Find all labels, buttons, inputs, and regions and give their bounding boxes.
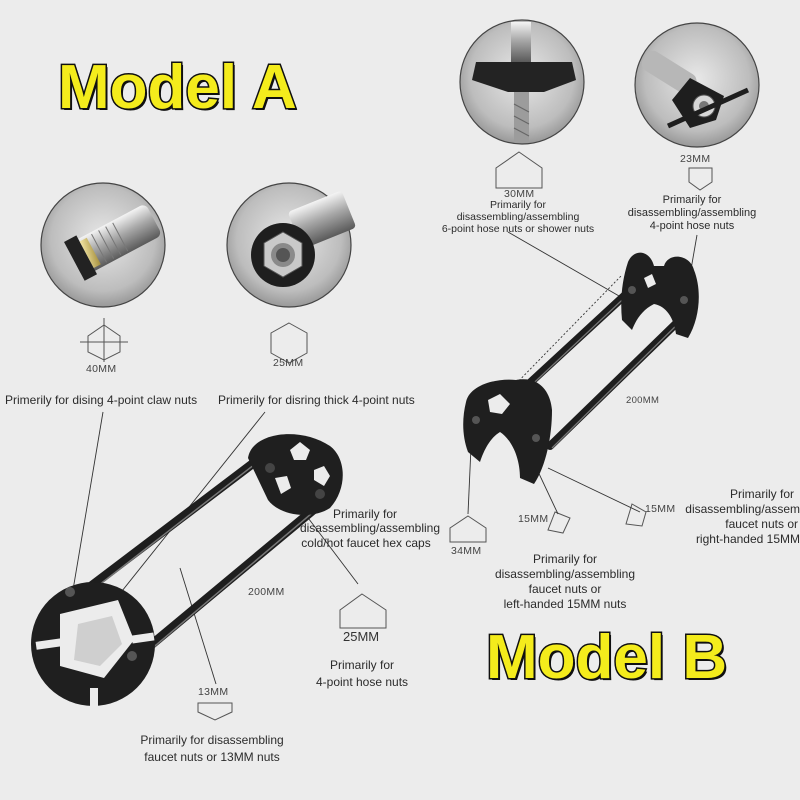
photo-4point-hose-nut [634, 22, 760, 148]
title-model-a: Model A [57, 52, 299, 124]
caption-hose-nuts-2: 4-point hose nuts [315, 675, 409, 689]
dim-15mm-b-shape [625, 503, 647, 527]
dim-label-30mm: 30MM [504, 188, 535, 200]
caption-left-handed-1: Primarily for [532, 552, 598, 566]
caption-hex-caps-3: cold/hot faucet hex caps [301, 536, 431, 550]
caption-claw-nuts: Primerily for dising 4-point claw nuts [5, 393, 198, 407]
caption-thick-nuts: Primerily for disring thick 4-point nuts [218, 393, 415, 407]
dim-label-15mm-a: 15MM [518, 513, 549, 525]
caption-right-handed-3: faucet nuts or [725, 517, 798, 531]
caption-right-handed-4: right-handed 15MM [695, 532, 800, 546]
caption-hex-caps-2: disassembling/assembling [299, 521, 441, 535]
dim-label-34mm: 34MM [451, 545, 482, 557]
caption-faucet-13mm-1: Primarily for disassembling [140, 733, 284, 747]
caption-4point-2: disassembling/assembling [627, 207, 757, 219]
dim-label-23mm: 23MM [680, 153, 711, 165]
dim-13mm-shape [197, 702, 233, 721]
dim-23mm-shape [688, 167, 713, 191]
photo-claw-nut [40, 182, 166, 308]
dim-25mm-b-shape [339, 593, 387, 629]
caption-right-handed-1: Primarily for [729, 487, 794, 501]
dim-label-25mm-b: 25MM [343, 629, 380, 644]
dim-25mm-shape [270, 322, 308, 364]
wrench-tool-b [463, 252, 699, 484]
caption-left-handed-2: disassembling/assembling [494, 567, 636, 581]
caption-faucet-13mm-2: faucet nuts or 13MM nuts [144, 750, 280, 764]
leader-lines [72, 231, 698, 685]
caption-hex-caps-1: Primarily for [332, 507, 398, 521]
dim-30mm-shape [495, 151, 543, 189]
caption-6point-2: disassembling/assembling [456, 211, 580, 223]
caption-hose-nuts-1: Primarily for [329, 658, 395, 672]
dim-label-25mm: 25MM [273, 357, 304, 369]
caption-6point-3: 6-point hose nuts or shower nuts [441, 223, 595, 235]
dim-label-13mm: 13MM [198, 686, 229, 698]
photo-thick-nut [226, 182, 356, 308]
dim-34mm-shape [449, 515, 487, 543]
wrench-tool-a [31, 434, 343, 706]
dim-label-40mm: 40MM [86, 363, 117, 375]
caption-left-handed-3: faucet nuts or [528, 582, 602, 596]
dim-label-200mm-b: 200MM [626, 395, 660, 406]
caption-right-handed-2: disassembling/assem [685, 502, 800, 516]
dim-15mm-a-shape [547, 511, 571, 534]
dim-40mm-shape [80, 318, 128, 362]
caption-4point-3: 4-point hose nuts [649, 220, 735, 232]
photo-hose-nut [459, 19, 585, 145]
title-model-b: Model B [484, 622, 728, 694]
caption-left-handed-4: left-handed 15MM nuts [503, 597, 627, 611]
caption-4point-1: Primarily for [662, 194, 722, 206]
caption-6point-1: Primarily for [489, 199, 547, 211]
dim-label-15mm-b: 15MM [645, 503, 676, 515]
dim-label-200mm-a: 200MM [248, 586, 285, 598]
